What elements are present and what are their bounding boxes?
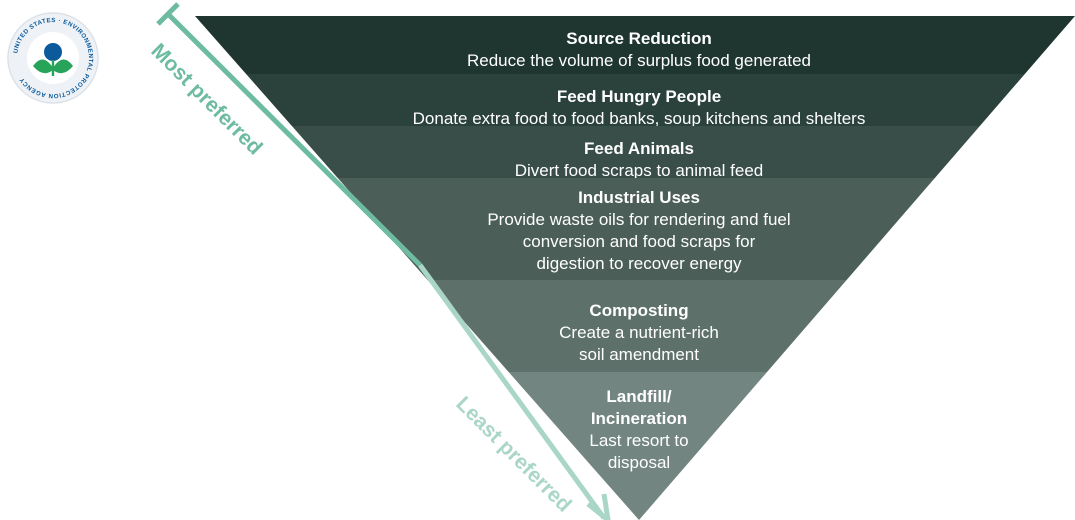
- tier-4-band: [337, 178, 935, 280]
- tier-4-title: Industrial Uses: [578, 188, 700, 207]
- tier-5-description-line-2: soil amendment: [579, 345, 699, 364]
- epa-logo: UNITED STATES · ENVIRONMENTAL PROTECTION…: [7, 12, 99, 104]
- tier-1-description-line-1: Reduce the volume of surplus food genera…: [467, 51, 811, 70]
- tier-6-description-line-2: disposal: [608, 453, 670, 472]
- tier-6-title-line-1: Landfill/: [606, 387, 671, 406]
- tier-2-band: [246, 74, 1025, 126]
- tier-5-title: Composting: [589, 301, 688, 320]
- tier-1-band: [195, 16, 1075, 74]
- tier-3-title: Feed Animals: [584, 139, 694, 158]
- tier-6-band: [508, 372, 768, 520]
- tier-2-description-line-1: Donate extra food to food banks, soup ki…: [413, 109, 866, 128]
- tier-5-description-line-1: Create a nutrient-rich: [559, 323, 719, 342]
- arrow-shaft-upper: [166, 12, 422, 267]
- logo-globe-icon: [44, 43, 62, 61]
- tier-2-title: Feed Hungry People: [557, 87, 721, 106]
- tier-4-description-line-2: conversion and food scraps for: [523, 232, 756, 251]
- arrow-top-cap: [156, 2, 180, 26]
- tier-3-description-line-1: Divert food scraps to animal feed: [515, 161, 764, 180]
- tier-6-description-line-1: Last resort to: [589, 431, 688, 450]
- arrow-shaft-lower: [417, 263, 607, 520]
- arrow-head-icon: [586, 493, 611, 520]
- tier-5-band: [427, 280, 847, 372]
- tier-4-description-line-3: digestion to recover energy: [536, 254, 742, 273]
- tier-4-description-line-1: Provide waste oils for rendering and fue…: [487, 210, 790, 229]
- tier-6-title-line-2: Incineration: [591, 409, 687, 428]
- logo-leaf-icon: [33, 59, 73, 74]
- tier-1-title: Source Reduction: [566, 29, 711, 48]
- tier-3-band: [291, 126, 980, 178]
